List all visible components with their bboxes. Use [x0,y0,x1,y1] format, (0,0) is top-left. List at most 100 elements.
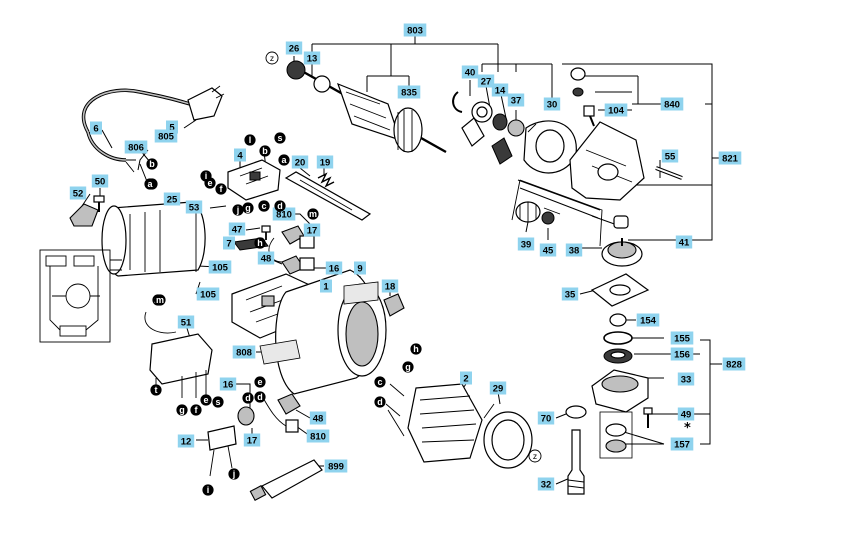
part-number-p157: 157 [674,440,690,451]
part-label-box [507,93,525,107]
gear-housing [569,121,645,201]
part-number-p4: 4 [237,151,243,162]
axis-markers: zz [265,51,542,463]
wire-marker-f2: f [195,405,199,415]
power-plug [187,85,225,121]
part-label-box [303,51,321,65]
part-label-box [477,74,495,88]
wire-marker-b2: b [149,159,155,169]
part-label-box [561,287,579,301]
wire-marker-b1: b [262,146,268,156]
wire-marker-circle [144,178,156,190]
part-label-box [543,97,561,111]
wire-marker-circle [190,404,202,416]
part-number-p16b: 16 [223,380,234,391]
pinion-gear [515,201,561,225]
part-number-p13: 13 [307,54,318,65]
part-number-p840: 840 [664,100,680,111]
part-number-p27: 27 [481,77,492,88]
wire-marker-j1: j [236,205,240,215]
part-number-p49: 49 [681,410,692,421]
wire-marker-circle [242,202,254,214]
part-label-box [324,459,348,473]
wire-marker-h3: h [257,238,263,248]
part-label-box [403,23,427,37]
wire-marker-m3: m [156,295,164,305]
part-number-p1: 1 [323,282,329,293]
wire-marker-e3: e [203,395,208,405]
wire-marker-d1: d [277,201,283,211]
end-cap-29 [483,403,533,469]
bearing-flange [523,120,577,174]
part-number-p803: 803 [407,26,423,37]
part-label-box [661,149,679,163]
part-number-p29: 29 [493,384,504,395]
wire-marker-g2: g [179,405,185,415]
part-label-box [219,377,237,391]
part-label-box [291,155,309,169]
part-number-p45: 45 [543,246,554,257]
screw-49 [643,407,653,428]
wire-marker-circle [254,376,266,388]
axis-marker-circle [265,51,279,65]
cable-clamp [69,203,99,227]
part-label-box [677,407,695,421]
axis-marker-z2: z [533,451,537,461]
part-number-p154: 154 [640,316,657,327]
part-number-p16a: 16 [329,264,340,275]
part-number-p41: 41 [679,238,690,249]
wire-marker-circle [254,391,266,403]
footnote-star: * [684,421,691,436]
part-label-box [670,347,694,361]
part-number-p808: 808 [236,348,252,359]
crown-gear [601,238,643,267]
wire-marker-circle [244,134,256,146]
part-label-box [309,411,327,425]
part-label-box [381,279,399,293]
part-number-p33: 33 [681,375,692,386]
wire-marker-m1: m [309,209,317,219]
motor-housing [101,201,206,277]
part-number-p14: 14 [495,86,506,97]
part-label-box [461,65,479,79]
switch-slide-bar [284,171,372,221]
part-number-p2: 2 [463,374,468,385]
part-number-p53: 53 [189,203,200,214]
part-number-p810a: 810 [276,210,292,221]
part-label-box [460,371,472,385]
wire-marker-f1: f [220,184,224,194]
part-label-box [718,151,742,165]
switch-assembly [227,159,281,201]
part-number-p104: 104 [608,106,625,117]
wire-marker-circle [212,396,224,408]
part-number-p25: 25 [167,195,178,206]
washer-154 [609,313,627,327]
part-number-p806: 806 [128,143,144,154]
part-number-p26: 26 [289,44,300,55]
bearing-156 [603,348,633,364]
part-label-box [232,345,256,359]
part-label-box [91,174,109,188]
part-number-p48a: 48 [261,254,272,265]
part-label-box [154,129,178,143]
part-label-box [243,433,261,447]
wire-marker-circle [374,376,386,388]
wire-marker-t2: t [155,385,158,395]
gasket [590,273,650,307]
part-number-p156: 156 [674,350,690,361]
part-label-box [325,261,343,275]
pinion-box [511,179,603,247]
wire-marker-circle [232,204,244,216]
retaining-ring-155 [603,331,633,345]
part-number-p105b: 105 [200,290,217,301]
wire-marker-circle [154,294,166,306]
wire-marker-g3: g [405,362,411,372]
wire-marker-l1: l [249,135,252,145]
screw-50 [93,195,105,212]
wire-marker-circle [254,237,266,249]
part-number-p38: 38 [569,246,580,257]
part-label-box [257,251,275,265]
wire-marker-circle [176,404,188,416]
part-number-p810b: 810 [310,432,326,443]
